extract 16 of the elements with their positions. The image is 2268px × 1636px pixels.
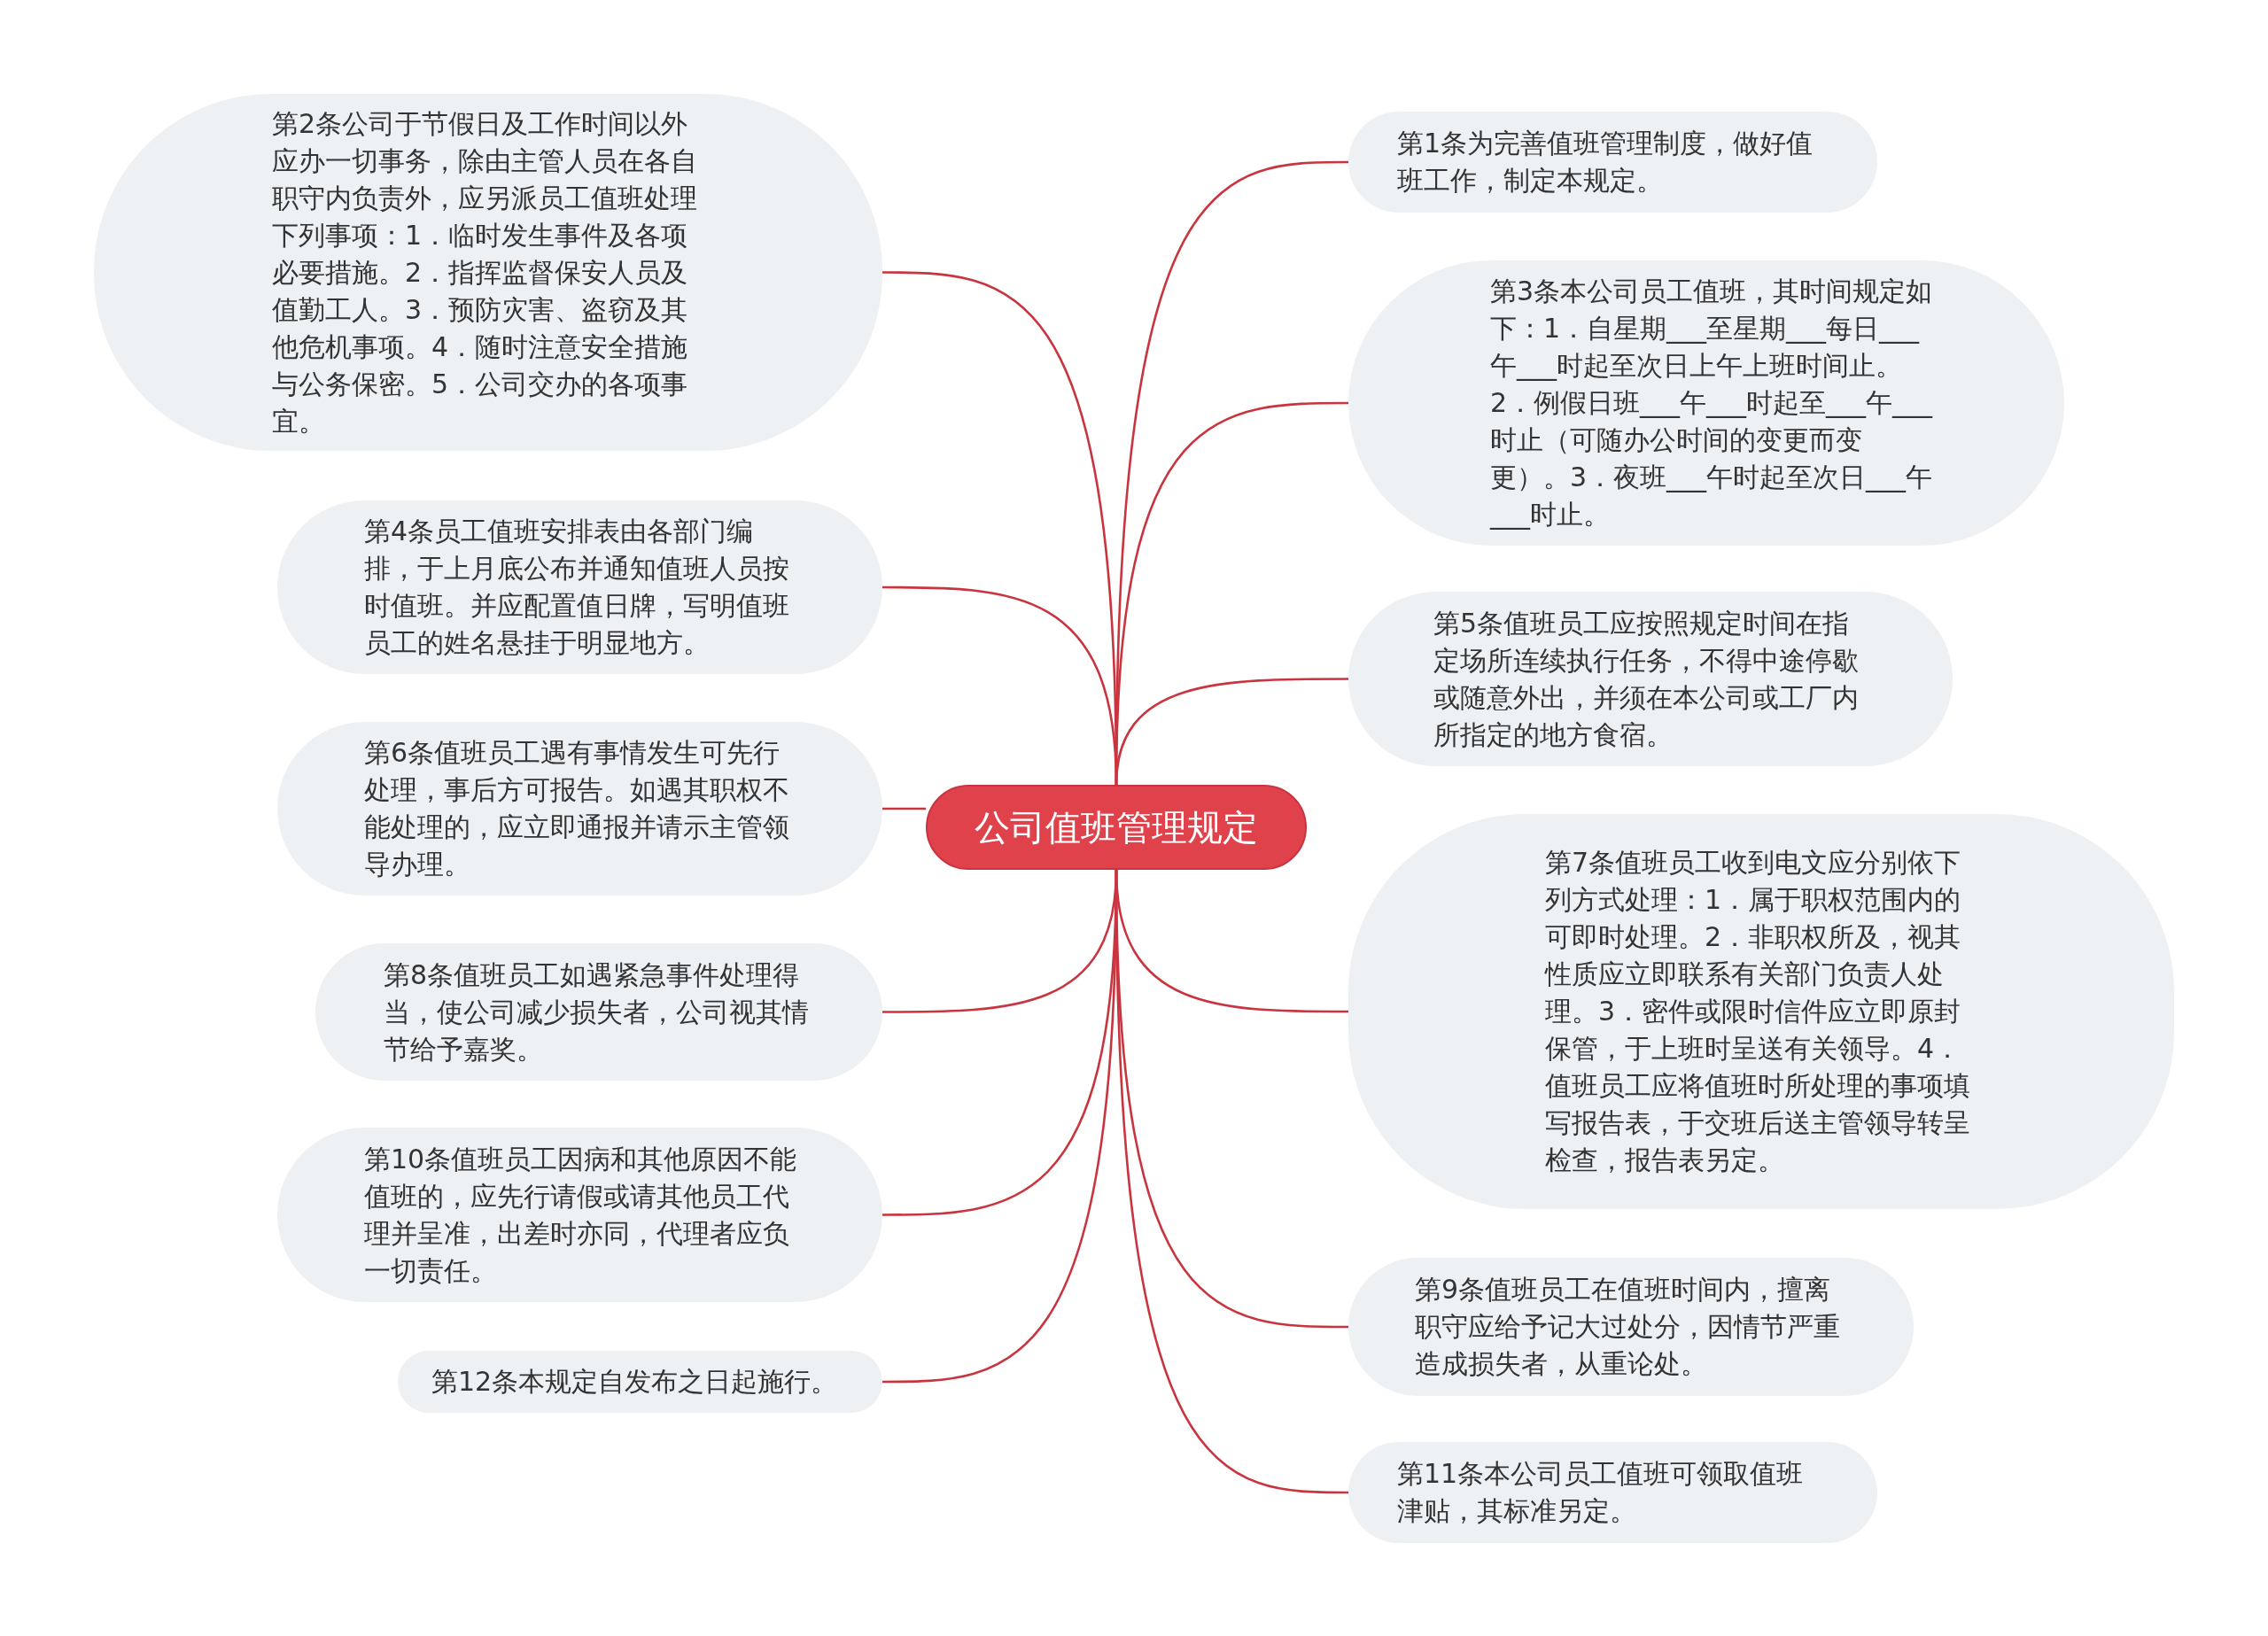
node-text: 公司值班管理规定 (975, 806, 1258, 849)
node-text: 第1条为完善值班管理制度，做好值班工作，制定本规定。 (1397, 127, 1814, 198)
node-text: 第7条值班员工收到电文应分别依下列方式处理：1．属于职权范围内的可即时处理。2．非职权所及，视其性质应立即联系有关部门负责人处理。3．密件或限时信件应立即原封保管，于上班时呈送有关领导。4．值班员工应将值班时所处理的事项填写报告表，于交班后送主管领导转呈检查，报告表另定。 (1545, 846, 1971, 1177)
node-text: 第8条值班员工如遇紧急事件处理得当，使公司减少损失者，公司视其情节给予嘉奖。 (384, 958, 810, 1066)
connector-line (1115, 678, 1348, 786)
node-text: 第2条公司于节假日及工作时间以外应办一切事务，除由主管人员在各自职守内负责外，应另派员工值班处理下列事项：1．临时发生事件及各项必要措施。2．指挥监督保安人员及值勤工人。3．预防灾害、盗窃及其他危机事项。4．随时注意安全措施与公务保密。5．公司交办的各项事宜。 (272, 106, 698, 438)
node-text: 第4条员工值班安排表由各部门编排，于上月底公布并通知值班人员按时值班。并应配置值日牌，写明值班员工的姓名悬挂于明显地方。 (364, 515, 790, 660)
node-text: 第3条本公司员工值班，其时间规定如下：1．自星期___至星期___每日___午___时起至次日上午上班时间止。2．例假日班___午___时起至___午___时止（可随办公时间的变更而变更）。3．夜班___午时起至次日___午___时止。 (1490, 275, 1933, 531)
node-text: 第9条值班员工在值班时间内，擅离职守应给予记大过处分，因情节严重造成损失者，从重论处。 (1415, 1273, 1841, 1381)
node-text: 第6条值班员工遇有事情发生可先行处理，事后方可报告。如遇其职权不能处理的，应立即通报并请示主管领导办理。 (364, 736, 790, 881)
node-text: 第10条值班员工因病和其他原因不能值班的，应先行请假或请其他员工代理并呈准，出差时亦同，代理者应负一切责任。 (364, 1142, 798, 1288)
node-text: 第5条值班员工应按照规定时间在指定场所连续执行任务，不得中途停歇或随意外出，并须在本公司或工厂内所指定的地方食宿。 (1433, 606, 1860, 752)
connector-line (882, 869, 1118, 1384)
node-text: 第11条本公司员工值班可领取值班津贴，其标准另定。 (1397, 1457, 1805, 1528)
connector-line (882, 807, 926, 810)
node-text: 第12条本规定自发布之日起施行。 (431, 1365, 838, 1399)
